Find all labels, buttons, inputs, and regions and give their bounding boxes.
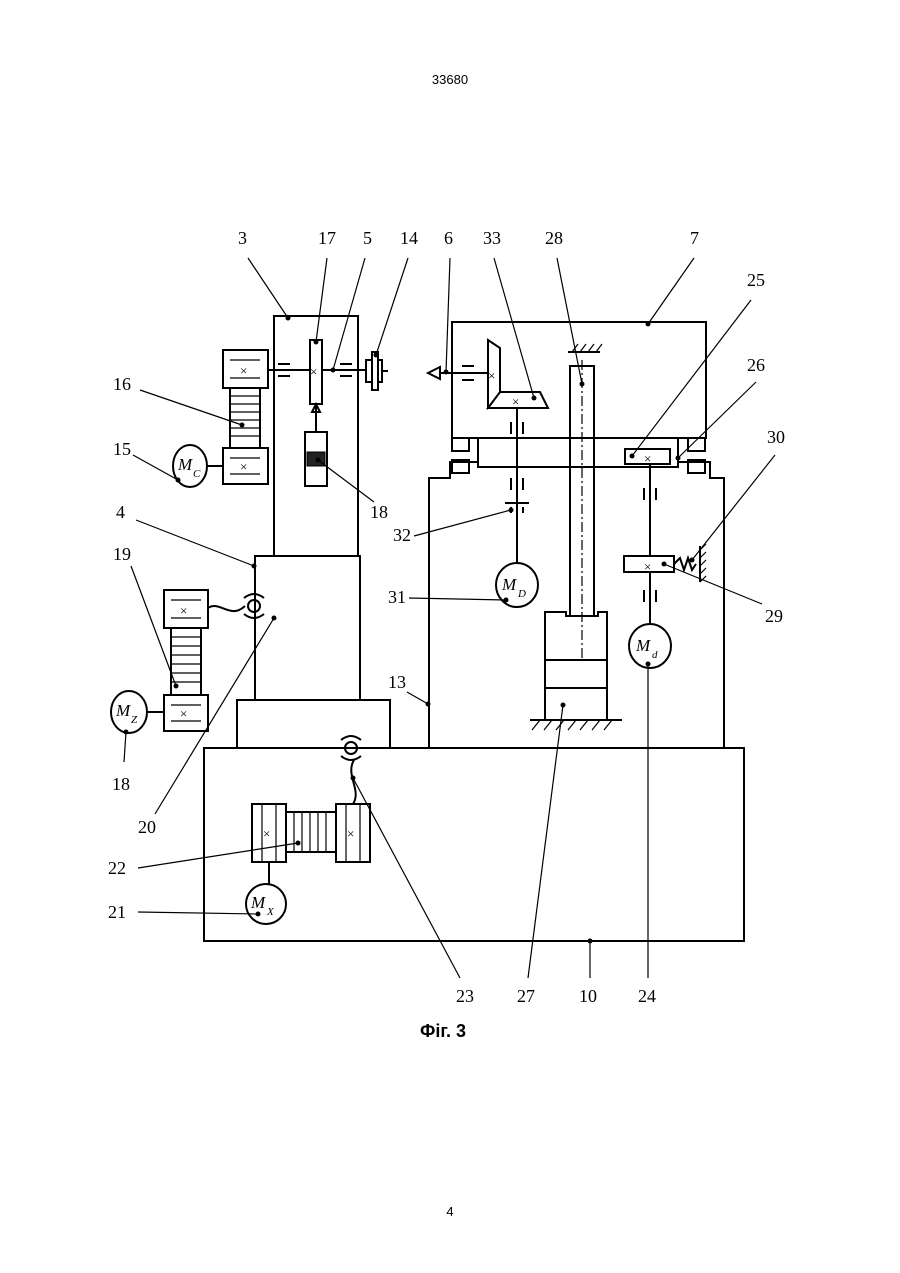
label-10: 10 — [579, 986, 597, 1006]
svg-text:×: × — [512, 394, 519, 409]
svg-text:×: × — [180, 706, 187, 721]
svg-text:×: × — [347, 826, 354, 841]
label-32: 32 — [393, 525, 411, 545]
svg-text:×: × — [180, 603, 187, 618]
label-5: 5 — [363, 228, 372, 248]
motor-md-lower-icon: M d — [629, 624, 671, 668]
label-28: 28 — [545, 228, 563, 248]
label-18-lower: 18 — [112, 774, 130, 794]
svg-text:×: × — [263, 826, 270, 841]
label-21: 21 — [108, 902, 126, 922]
label-33: 33 — [483, 228, 501, 248]
label-19: 19 — [113, 544, 131, 564]
label-16: 16 — [113, 374, 131, 394]
label-4: 4 — [116, 502, 125, 522]
figure-caption: Фіг. 3 — [420, 1021, 466, 1041]
svg-text:×: × — [310, 364, 317, 379]
label-27: 27 — [517, 986, 535, 1006]
svg-text:M: M — [635, 636, 651, 655]
cylinder-27 — [545, 660, 607, 720]
label-7: 7 — [690, 228, 699, 248]
label-14: 14 — [400, 228, 418, 248]
label-17: 17 — [318, 228, 336, 248]
label-3: 3 — [238, 228, 247, 248]
svg-text:M: M — [177, 455, 193, 474]
label-15: 15 — [113, 439, 131, 459]
label-18-upper: 18 — [370, 502, 388, 522]
svg-text:Z: Z — [131, 714, 138, 726]
bearing-left-top — [452, 438, 469, 451]
svg-text:C: C — [193, 468, 201, 480]
label-24: 24 — [638, 986, 656, 1006]
svg-text:M: M — [115, 701, 131, 720]
svg-text:×: × — [644, 559, 651, 574]
motor-mx-icon: M X — [246, 884, 286, 924]
coupling-20 — [208, 606, 245, 611]
chuck-14 — [366, 352, 388, 390]
belt-drive-16: × × — [223, 350, 268, 484]
label-30: 30 — [767, 427, 785, 447]
label-22: 22 — [108, 858, 126, 878]
svg-text:×: × — [488, 368, 495, 383]
svg-text:M: M — [250, 893, 266, 912]
label-29: 29 — [765, 606, 783, 626]
label-26: 26 — [747, 355, 765, 375]
motor-mz-icon: M Z — [111, 691, 147, 733]
carriage-base — [237, 700, 390, 748]
svg-text:M: M — [501, 575, 517, 594]
column-4 — [255, 556, 360, 700]
svg-text:×: × — [644, 451, 651, 466]
svg-text:X: X — [266, 906, 275, 918]
page-number: 4 — [0, 1204, 900, 1219]
label-23: 23 — [456, 986, 474, 1006]
label-13: 13 — [388, 672, 406, 692]
svg-text:d: d — [652, 649, 658, 661]
svg-text:×: × — [240, 459, 247, 474]
label-20: 20 — [138, 817, 156, 837]
label-31: 31 — [388, 587, 406, 607]
belt-drive-19: × × — [164, 590, 208, 731]
svg-text:D: D — [517, 588, 526, 600]
label-6: 6 — [444, 228, 453, 248]
label-25: 25 — [747, 270, 765, 290]
arrow-6 — [428, 367, 440, 379]
svg-text:×: × — [240, 363, 247, 378]
